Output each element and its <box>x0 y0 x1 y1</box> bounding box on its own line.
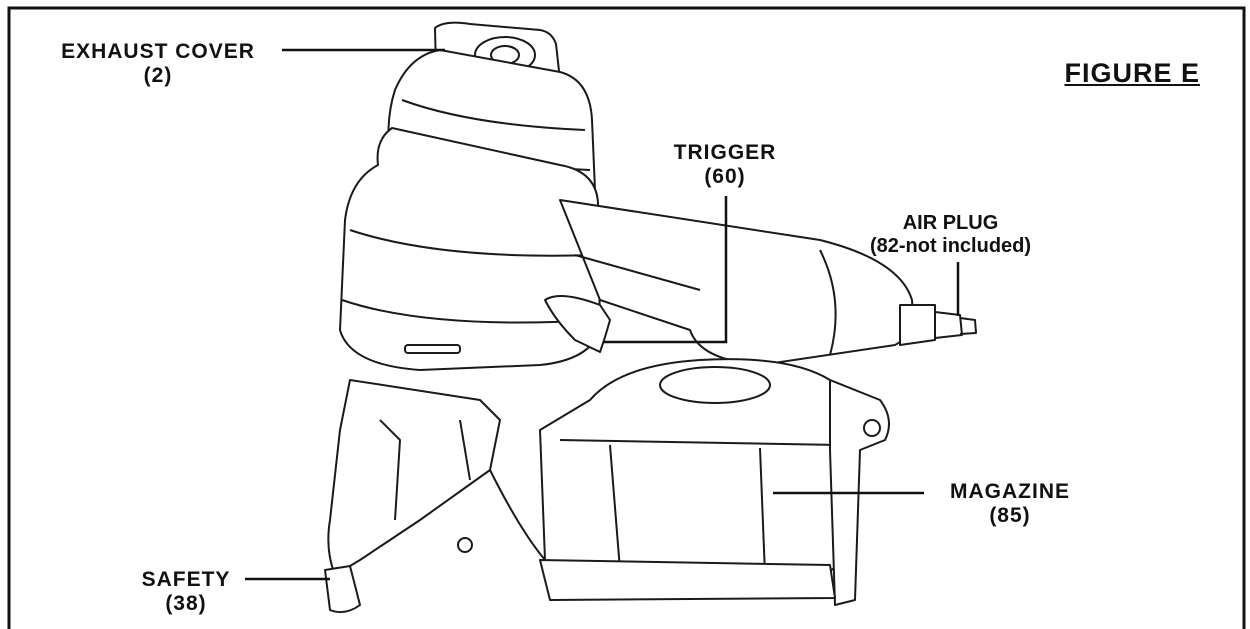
exhaust-cover-name: EXHAUST COVER <box>61 40 255 63</box>
magazine-label: MAGAZINE (85) <box>930 480 1090 528</box>
trigger-label: TRIGGER (60) <box>655 141 795 189</box>
safety-tip <box>324 565 361 614</box>
trigger-leader <box>603 196 728 344</box>
figure-border <box>7 6 1246 629</box>
magazine-canister <box>539 358 851 583</box>
exhaust-cover-part: (2) <box>143 64 173 88</box>
nose-assembly <box>327 379 501 576</box>
figure-title: FIGURE E <box>1064 58 1200 88</box>
magazine-name: MAGAZINE <box>950 480 1070 503</box>
trigger-shape <box>544 295 611 353</box>
trigger-part: (60) <box>704 165 746 189</box>
air-plug-name: AIR PLUG <box>902 212 999 234</box>
exhaust-cover-label: EXHAUST COVER (2) <box>34 40 282 88</box>
leader-lines <box>245 48 960 581</box>
air-plug-part: (82-not included) <box>869 235 1032 257</box>
air-plug <box>899 304 936 346</box>
trigger-name: TRIGGER <box>673 141 777 164</box>
magazine-part: (85) <box>989 504 1031 528</box>
nailer-drawing <box>324 21 977 614</box>
safety-label: SAFETY (38) <box>126 568 246 616</box>
air-plug-label: AIR PLUG (82-not included) <box>838 212 1063 258</box>
body-cylinder <box>339 127 601 371</box>
safety-name: SAFETY <box>141 568 231 591</box>
safety-part: (38) <box>165 592 207 616</box>
